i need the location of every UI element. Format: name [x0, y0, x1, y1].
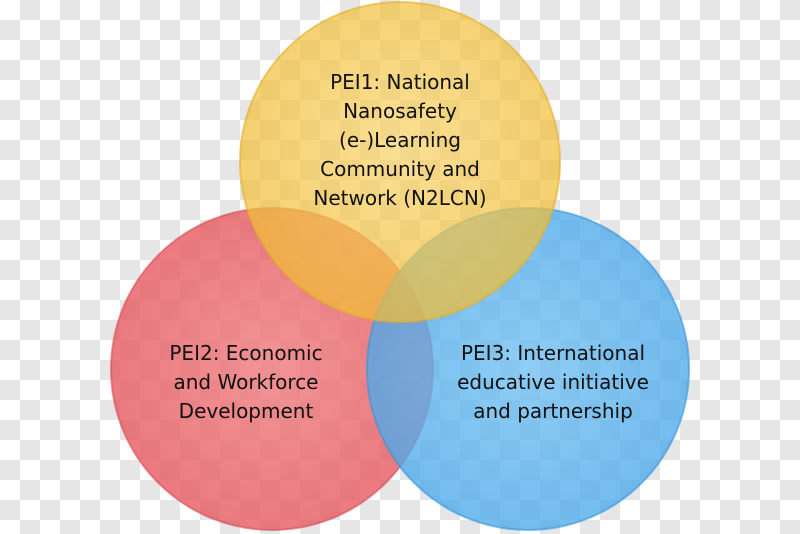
circle-pei1 [239, 1, 561, 323]
pei1-label: PEI1: National Nanosafety (e-)Learning C… [313, 70, 487, 210]
pei3-label: PEI3: International educative initiative… [457, 341, 649, 423]
pei2-label: PEI2: Economic and Workforce Development [169, 341, 323, 423]
